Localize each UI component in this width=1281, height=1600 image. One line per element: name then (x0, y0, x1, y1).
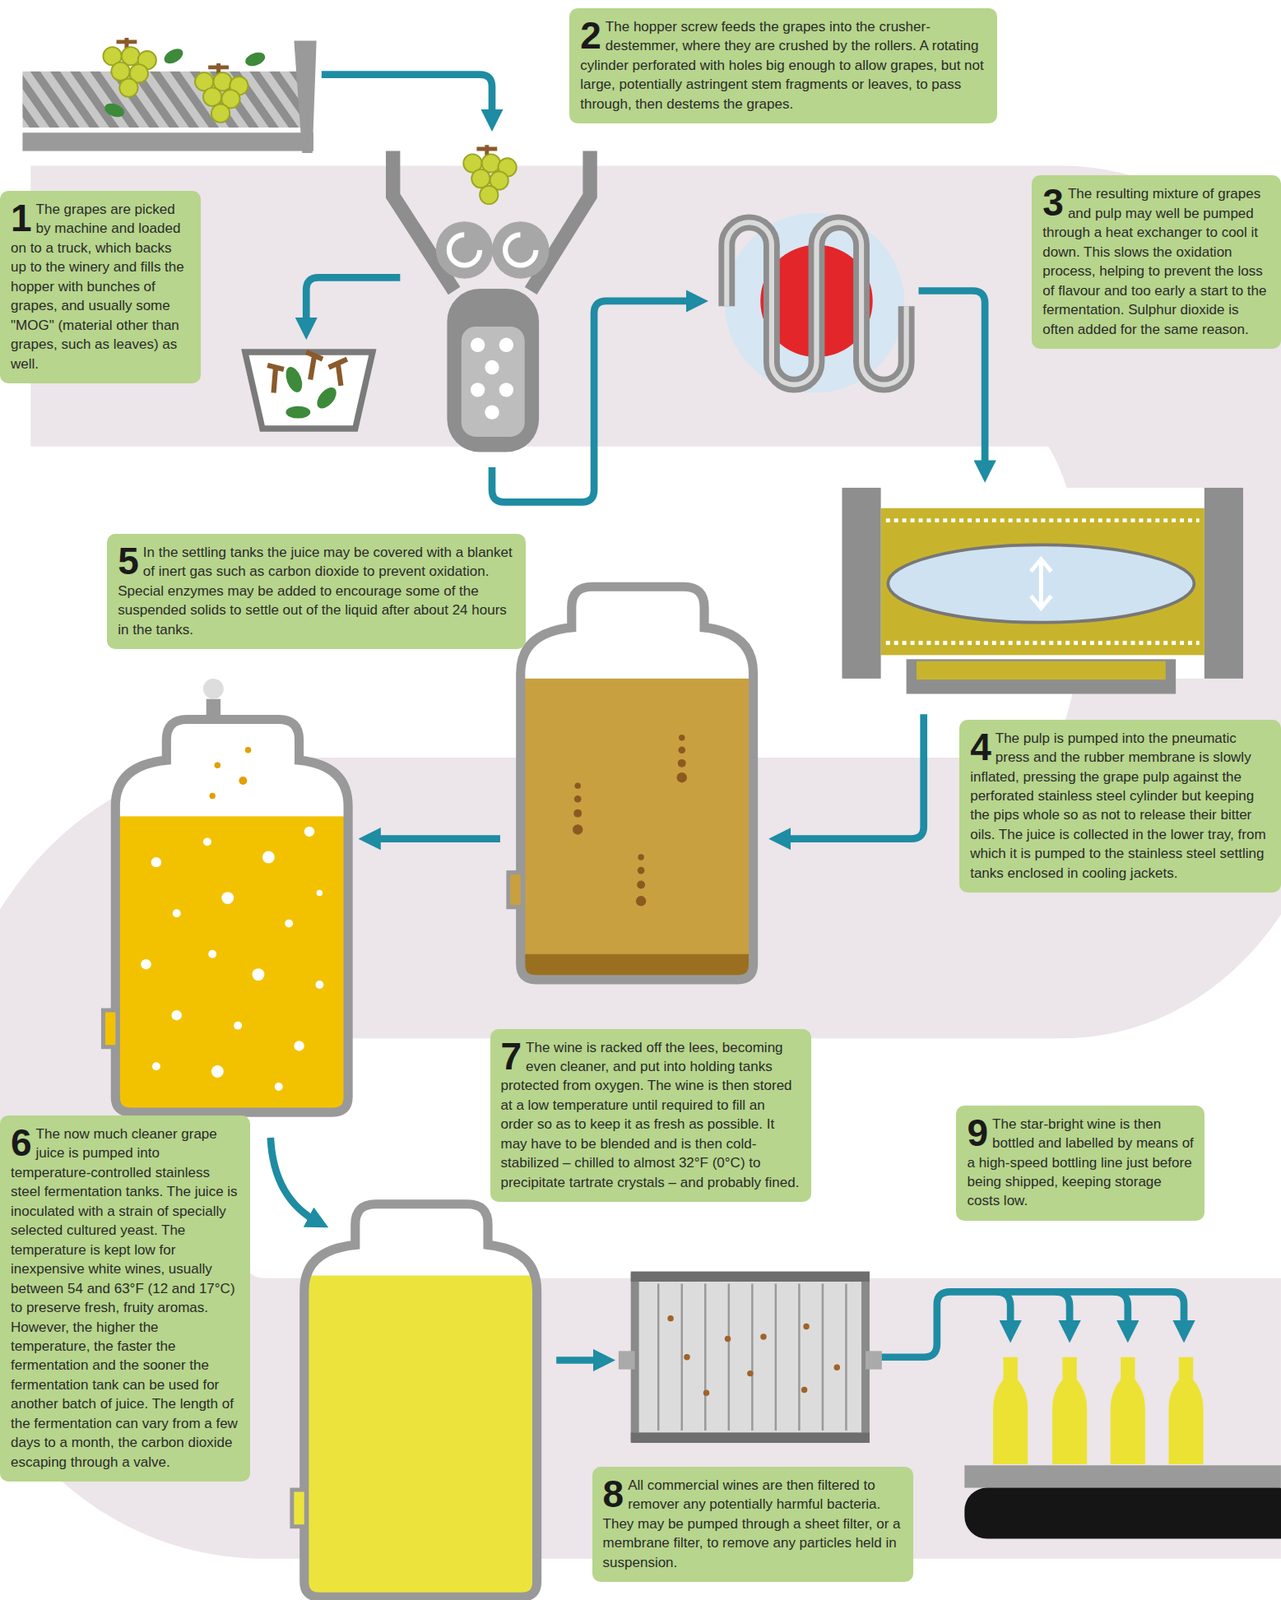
callout-box: 7The wine is racked off the lees, becomi… (490, 1029, 813, 1203)
callout-box: 8All commercial wines are then filtered … (592, 1466, 915, 1583)
callout-number: 3 (1042, 185, 1064, 219)
callout-text: The pulp is pumped into the pneumatic pr… (970, 730, 1266, 882)
callout-text: The resulting mixture of grapes and pulp… (1042, 185, 1267, 337)
heat-exchanger (724, 213, 907, 393)
hopper-screw (22, 37, 316, 154)
callout-text: In the settling tanks the juice may be c… (117, 544, 512, 638)
callout-number: 8 (603, 1477, 625, 1511)
callout-number: 7 (501, 1039, 523, 1073)
pneumatic-press (841, 487, 1243, 695)
bottling-line (964, 1357, 1281, 1540)
callout-box: 6The now much cleaner grape juice is pum… (0, 1115, 251, 1482)
fermentation-tank (102, 678, 349, 1124)
callout-text: All commercial wines are then filtered t… (603, 1477, 901, 1571)
callout-number: 2 (580, 18, 602, 52)
callout-box: 9The star-bright wine is then bottled an… (956, 1105, 1204, 1221)
crusher-destemmer (393, 144, 590, 452)
sheet-filter (618, 1271, 882, 1444)
callout-box: 2The hopper screw feeds the grapes into … (569, 8, 998, 124)
settling-tank (508, 586, 754, 985)
callout-number: 5 (117, 544, 140, 578)
callout-number: 9 (966, 1116, 989, 1150)
callout-text: The wine is racked off the lees, becomin… (501, 1039, 800, 1191)
callout-text: The grapes are picked by machine and loa… (10, 201, 185, 372)
callout-number: 6 (10, 1126, 33, 1160)
callout-text: The star-bright wine is then bottled and… (966, 1116, 1193, 1210)
callout-box: 4The pulp is pumped into the pneumatic p… (959, 719, 1281, 894)
callout-box: 1The grapes are picked by machine and lo… (0, 190, 201, 384)
callout-number: 1 (10, 201, 33, 235)
callout-text: The now much cleaner grape juice is pump… (10, 1126, 238, 1471)
callout-box: 5In the settling tanks the juice may be … (106, 533, 526, 650)
mog-bin (245, 352, 373, 429)
callout-box: 3The resulting mixture of grapes and pul… (1031, 175, 1281, 349)
callout-text: The hopper screw feeds the grapes into t… (580, 18, 984, 112)
callout-number: 4 (970, 730, 992, 764)
holding-tank (292, 1204, 538, 1600)
